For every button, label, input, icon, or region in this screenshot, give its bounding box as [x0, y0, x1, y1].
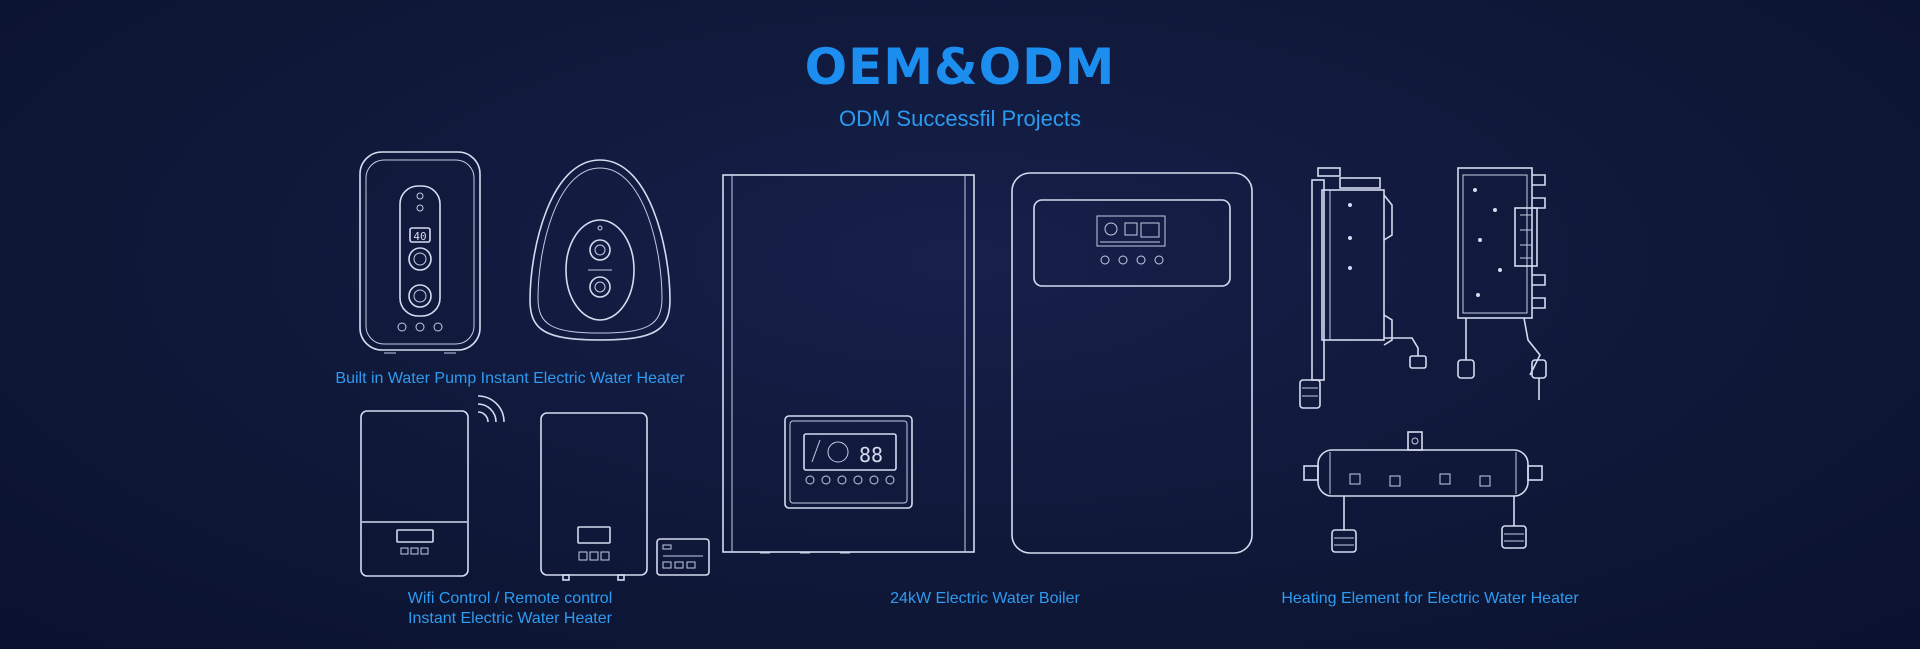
boiler-unit-right-drawing — [1011, 172, 1253, 554]
pump-heater-rect-drawing: 40 — [359, 151, 481, 354]
heating-element-block-drawing — [1457, 167, 1547, 400]
boiler-unit-left-drawing: 88 — [722, 174, 975, 554]
caption-wifi-heater-line1: Wifi Control / Remote control — [407, 590, 613, 607]
pump-heater-egg-drawing — [529, 159, 671, 341]
boiler-display: 88 — [859, 443, 883, 467]
remote-heater-drawing — [540, 412, 710, 581]
caption-boiler: 24kW Electric Water Boiler — [890, 590, 1080, 607]
heating-element-tall-drawing — [1299, 167, 1427, 409]
page-title: OEM&ODM — [804, 38, 1116, 96]
caption-wifi-heater-line2: Instant Electric Water Heater — [408, 610, 612, 627]
page-subtitle: ODM Successfil Projects — [838, 106, 1082, 131]
wifi-heater-drawing — [360, 395, 505, 577]
pump-heater-display: 40 — [413, 230, 426, 243]
heating-element-cylinder-drawing — [1303, 431, 1543, 553]
caption-heating-element: Heating Element for Electric Water Heate… — [1281, 590, 1579, 607]
caption-pump-heater: Built in Water Pump Instant Electric Wat… — [335, 370, 685, 387]
